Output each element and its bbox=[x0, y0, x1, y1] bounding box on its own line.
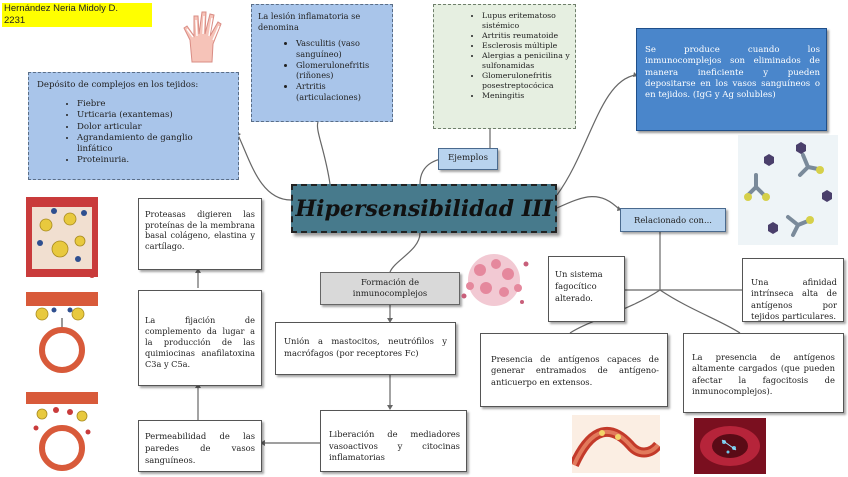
ejemplos-item: Artritis reumatoide bbox=[482, 31, 571, 41]
blood-cells-icon bbox=[461, 254, 529, 306]
connector-lesion bbox=[316, 121, 331, 185]
vessel-inflammation-icon bbox=[26, 290, 98, 382]
formacion-box: Formación de inmunocomplejos bbox=[320, 272, 460, 305]
hand-xray-icon bbox=[183, 11, 222, 63]
deposito-box: Depósito de complejos en los tejidos: Fi… bbox=[28, 72, 239, 180]
liberacion-box: Liberación de mediadores vasoactivos y c… bbox=[320, 410, 467, 472]
permeabilidad-box: Permeabilidad de las paredes de vasos sa… bbox=[138, 420, 262, 472]
lesion-item: Glomerulonefritis (riñones) bbox=[296, 60, 386, 81]
artery-icon bbox=[26, 388, 98, 474]
author-id: 2231 bbox=[4, 14, 26, 26]
central-title: Hipersensibilidad III bbox=[291, 184, 557, 233]
relacionado-label: Relacionado con... bbox=[620, 208, 726, 232]
lesion-box: La lesión inflamatoria se denomina Vascu… bbox=[251, 4, 393, 122]
ejemplos-list-box: Lupus eritematoso sistémico Artritis reu… bbox=[433, 4, 576, 129]
ejemplos-label: Ejemplos bbox=[438, 148, 498, 170]
central-title-text: Hipersensibilidad III bbox=[295, 195, 553, 222]
connector-branch-right bbox=[659, 289, 741, 334]
presencia-cargados-box: La presencia de antígenos altamente carg… bbox=[683, 333, 844, 413]
deposito-item: Proteinuria. bbox=[77, 155, 230, 166]
deposito-heading: Depósito de complejos en los tejidos: bbox=[37, 80, 199, 90]
deposito-item: Urticaria (exantemas) bbox=[77, 110, 230, 121]
connector-deposito bbox=[237, 134, 292, 201]
ejemplos-item: Lupus eritematoso sistémico bbox=[482, 11, 571, 31]
union-box: Unión a mastocitos, neutrófilos y macróf… bbox=[275, 322, 456, 375]
presencia-capaces-box: Presencia de antígenos capaces de genera… bbox=[480, 333, 668, 407]
deposito-item: Agrandamiento de ganglio linfático bbox=[77, 133, 230, 155]
connector-formacion bbox=[389, 232, 421, 273]
lesion-item: Vasculitis (vaso sanguíneo) bbox=[296, 38, 386, 59]
antibody-icon bbox=[738, 135, 838, 245]
proteasas-box: Proteasas digieren las proteínas de la m… bbox=[138, 198, 262, 270]
author-name: Hernández Neria Midoly D. bbox=[4, 3, 119, 14]
deposito-item: Dolor articular bbox=[77, 122, 230, 133]
se-produce-box: Se produce cuando los inmunocomplejos so… bbox=[636, 28, 827, 131]
fijacion-box: La fijación de complemento da lugar a la… bbox=[138, 290, 262, 386]
ejemplos-item: Esclerosis múltiple bbox=[482, 41, 571, 51]
deposito-item: Fiebre bbox=[77, 99, 230, 110]
lesion-list: Vasculitis (vaso sanguíneo) Glomerulonef… bbox=[258, 38, 386, 102]
afinidad-box: Una afinidad intrínseca alta de antígeno… bbox=[742, 258, 844, 322]
connector-se-produce bbox=[556, 74, 637, 196]
author-label: Hernández Neria Midoly D. 2231 bbox=[2, 3, 152, 27]
ejemplos-item: Alergias a penicilina y sulfonamidas bbox=[482, 51, 571, 71]
lesion-item: Artritis (articulaciones) bbox=[296, 81, 386, 102]
ejemplos-item: Glomerulonefritis posestreptocócica bbox=[482, 71, 571, 91]
vessel-inflammation-icon bbox=[694, 418, 766, 474]
deposito-list: Fiebre Urticaria (exantemas) Dolor artic… bbox=[37, 99, 230, 166]
vessel-deposit-icon bbox=[26, 195, 98, 283]
ejemplos-item: Meningitis bbox=[482, 91, 571, 101]
artery-icon bbox=[572, 415, 660, 473]
ejemplos-list: Lupus eritematoso sistémico Artritis reu… bbox=[438, 11, 571, 101]
connector-relacionado bbox=[556, 196, 621, 211]
sistema-box: Un sistema fagocítico alterado. bbox=[548, 256, 625, 322]
lesion-heading: La lesión inflamatoria se denomina bbox=[258, 11, 361, 32]
